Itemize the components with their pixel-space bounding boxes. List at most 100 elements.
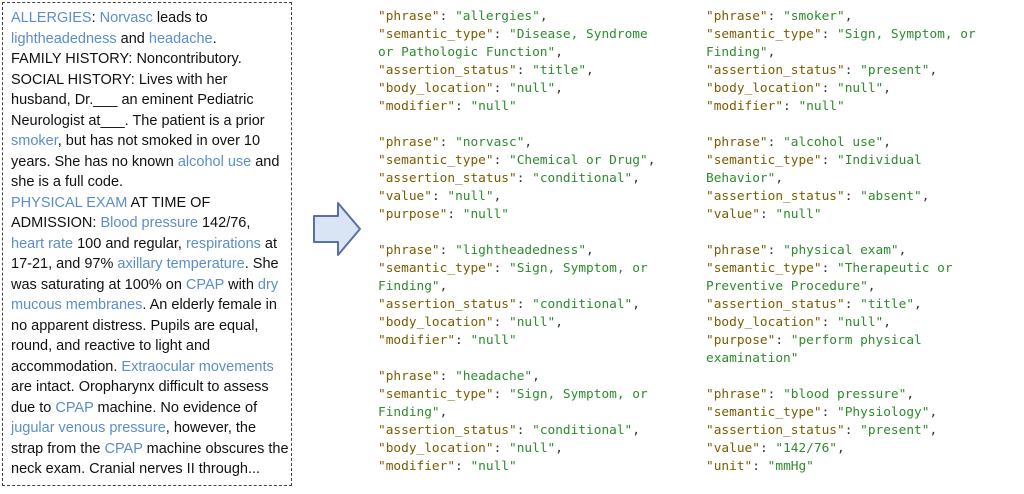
highlighted-phrase: CPAP [185,276,225,293]
note-line: SOCIAL HISTORY: Lives with her [11,70,288,91]
comma: , [439,279,448,294]
colon: : [844,63,861,78]
colon: : [439,369,456,384]
comma: , [898,243,907,258]
json-value: "present" [860,63,930,78]
colon: : [767,135,784,150]
json-key: "body_location" [378,441,494,456]
comma: , [929,405,938,420]
colon: : [783,99,799,114]
colon: : [455,99,471,114]
note-text: SOCIAL HISTORY: Lives with her [11,71,228,88]
entity-line: "unit": "mmHg" [706,458,976,476]
json-key: "semantic_type" [378,153,494,168]
note-text: 142/76, [197,215,251,231]
json-value: "null" [470,99,517,114]
entity-line: "semantic_type": "Sign, Symptom, or [706,26,976,44]
comma: , [586,63,594,78]
note-text: leads to [152,10,208,26]
colon: : [516,423,533,438]
comma: , [632,297,640,312]
colon: : [455,459,471,474]
json-value: "null" [509,441,556,456]
note-text: no apparent distress. Pupils are equal, [11,317,259,334]
note-text: with [224,276,258,293]
entity-line: "value": "null" [706,206,976,224]
entity-line: "semantic_type": "Disease, Syndrome [378,26,655,44]
json-value: "Physiology" [837,405,930,420]
entity-line: Finding", [378,404,655,422]
entity-line: "modifier": "null" [378,98,655,116]
json-value: "Therapeutic or [837,261,953,276]
colon: : [493,153,509,168]
highlighted-phrase: lightheadedness [11,30,117,47]
json-value: "alcohol use" [783,135,884,150]
json-key: "semantic_type" [706,153,822,168]
json-value: "Individual [837,153,922,168]
entity-line: "assertion_status": "title", [378,62,655,80]
colon: : [844,189,861,204]
note-text: 100 and regular, [73,235,186,252]
entity-line: "semantic_type": "Individual [706,152,976,170]
note-text: , but has not smoked in over 10 [57,133,261,149]
entity-line: "phrase": "blood pressure", [706,386,976,404]
entity-line: "phrase": "headache", [378,368,655,386]
entity-line: "semantic_type": "Physiology", [706,404,976,422]
note-line: ALLERGIES: Norvasc leads to [11,8,288,29]
colon: : [431,189,448,204]
json-key: "value" [706,441,760,456]
note-text: FAMILY HISTORY: Noncontributory. [11,51,242,67]
note-text: machine obscures the [142,440,289,457]
json-value: "null" [837,81,884,96]
highlighted-phrase: Norvasc [99,10,153,26]
note-line: lightheadedness and headache. [11,29,288,50]
json-key: "assertion_status" [706,423,845,438]
entity-line: examination" [706,350,976,368]
entity-block: "phrase": "norvasc","semantic_type": "Ch… [378,134,655,224]
json-key: "body_location" [706,81,822,96]
colon: : [439,135,456,150]
comma: , [532,369,540,384]
colon: : [493,27,509,42]
note-text: neck exam. Cranial nerves II through... [11,461,261,477]
note-text: : [91,10,100,26]
json-key: "assertion_status" [378,171,517,186]
comma: , [647,153,656,168]
entity-line: "phrase": "physical exam", [706,242,976,260]
comma: , [837,441,845,456]
json-value: "null" [509,81,556,96]
entity-line: "body_location": "null", [706,314,976,332]
note-line: are intact. Oropharynx difficult to asse… [11,377,288,398]
json-value: "142/76" [775,441,837,456]
colon: : [493,387,509,402]
comma: , [767,45,776,60]
comma: , [632,171,640,186]
note-text: machine. No evidence of [93,399,258,416]
colon: : [752,459,768,474]
json-value: "perform physical [790,333,922,348]
note-line: smoker, but has not smoked in over 10 [11,131,288,152]
json-value: "lightheadedness" [455,243,587,258]
json-value: "mmHg" [767,459,814,474]
json-key: "assertion_status" [378,63,517,78]
highlighted-phrase: Blood pressure [100,215,198,231]
colon: : [516,297,533,312]
entity-line: "semantic_type": "Chemical or Drug", [378,152,655,170]
note-line: mucous membranes. An elderly female in [11,295,288,316]
json-value: or Pathologic Function" [378,45,556,60]
comma: , [921,189,930,204]
json-value: "Sign, Symptom, or [837,27,976,42]
note-text: years. She has no known [11,153,178,170]
note-text: and [251,153,280,170]
right-arrow-icon [313,202,361,256]
entity-line: "phrase": "alcohol use", [706,134,976,152]
note-line: PHYSICAL EXAM AT TIME OF [11,193,288,214]
colon: : [516,171,533,186]
json-value: "physical exam" [783,243,899,258]
comma: , [775,171,784,186]
entity-line: "semantic_type": "Therapeutic or [706,260,976,278]
json-value: "title" [860,297,915,312]
colon: : [821,27,837,42]
json-key: "phrase" [706,387,768,402]
